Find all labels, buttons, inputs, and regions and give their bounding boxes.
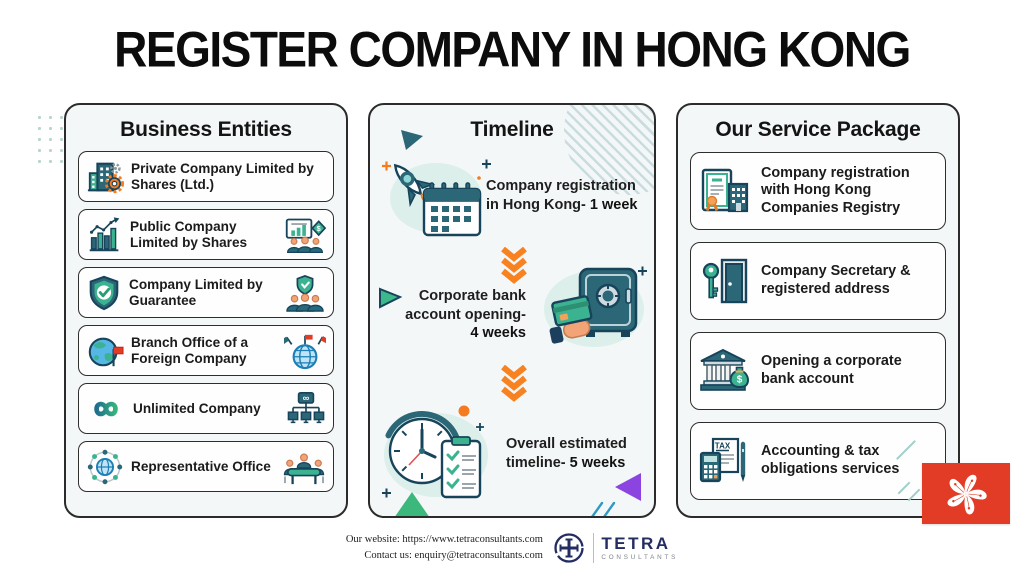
svg-text:∞: ∞ [303,393,310,403]
key-door-icon [699,256,751,306]
brand-logo: TETRA CONSULTANTS [552,531,678,565]
brand-subtitle: CONSULTANTS [601,554,679,561]
footer: Our website: https://www.tetraconsultant… [0,531,1024,565]
timeline-step-duration: 5 weeks [569,454,626,471]
timeline-step-duration: 4 weeks [470,325,526,342]
bauhinia-flower-icon [945,473,988,516]
entity-row-public-company: Public Company Limited by Shares $ [78,209,334,260]
entity-label: Branch Office of a Foreign Company [131,334,249,366]
triangle-decoration-purple [615,473,641,501]
entity-label: Public Company Limited by Shares [130,218,248,250]
business-entities-title: Business Entities [120,118,292,141]
triangle-decoration-teal [395,492,429,516]
timeline-panel: Timeline [368,103,656,518]
meeting-table-icon [282,448,326,486]
growth-chart-icon [86,216,123,253]
service-label: Accounting & tax obligations services [761,443,900,477]
org-network-icon: ∞ [286,390,326,427]
entity-label: Company Limited by Guarantee [129,276,263,308]
page-title: REGISTER COMPANY IN HONG KONG [114,20,911,78]
footer-contact: Contact us: enquiry@tetraconsultants.com [364,550,543,561]
globe-flag-icon [86,332,124,370]
network-sphere-icon [86,448,124,486]
triangle-decoration-green [379,287,402,309]
calculator-tax-icon: TAX [699,436,751,486]
rocket-calendar-icon [376,150,494,242]
timeline-step-duration: 1 week [589,196,638,213]
shield-check-icon [86,274,122,312]
brand-divider [592,533,595,563]
brand-name: TETRA [601,534,671,553]
triangle-decoration-blue [401,130,423,150]
service-label: Company Secretary & registered address [761,263,911,297]
timeline-step-1: Company registration in Hong Kong- 1 wee… [486,177,652,214]
footer-website: Our website: https://www.tetraconsultant… [345,534,543,546]
entity-row-private-company: Private Company Limited by Shares (Ltd.) [78,151,334,202]
entity-row-unlimited: Unlimited Company ∞ [78,383,334,434]
svg-text:$: $ [737,375,743,386]
safe-credit-card-icon [528,263,650,359]
certificate-building-icon [699,166,751,216]
service-label: Opening a corporate bank account [761,353,902,387]
timeline-step-text: Company registration in Hong Kong- [486,178,636,213]
chevron-down-icon [501,247,527,284]
timeline-step-text: Corporate bank account opening- [405,288,526,323]
timeline-step-3: Overall estimated timeline- 5 weeks [506,435,650,472]
timeline-step-text: Overall estimated timeline- [506,436,627,471]
svg-text:$: $ [317,223,321,232]
entity-label: Unlimited Company [133,400,261,416]
slash-decoration [591,501,616,516]
service-row-registration: Company registration with Hong Kong Comp… [690,152,946,230]
timeline-step-2: Corporate bank account opening- 4 weeks [384,287,526,343]
hong-kong-flag [922,463,1010,524]
service-package-panel: Our Service Package [676,103,960,518]
timeline-title: Timeline [470,118,554,141]
bank-moneybag-icon: $ [699,346,751,396]
chevron-down-icon [501,365,527,402]
service-row-secretary: Company Secretary & registered address [690,242,946,320]
svg-text:TAX: TAX [715,442,731,451]
service-label: Company registration with Hong Kong Comp… [761,164,910,216]
shield-members-icon [284,274,326,312]
global-offices-icon [284,332,326,370]
building-gear-icon [86,158,124,196]
presentation-shareholders-icon: $ [284,216,326,254]
entity-label: Representative Office [131,458,271,474]
service-row-bank-account: $ Opening a corporate bank account [690,332,946,410]
entity-row-representative: Representative Office [78,441,334,492]
tetra-logo-icon [554,533,584,563]
entity-row-branch-office: Branch Office of a Foreign Company [78,325,334,376]
service-row-accounting-tax: TAX [690,422,946,500]
infinity-icon [86,393,126,425]
clock-checklist-icon [378,397,500,507]
entity-label: Private Company Limited by Shares (Ltd.) [131,160,314,192]
service-package-title: Our Service Package [715,118,921,141]
entity-row-guarantee: Company Limited by Guarantee [78,267,334,318]
business-entities-panel: Business Entities [64,103,348,518]
